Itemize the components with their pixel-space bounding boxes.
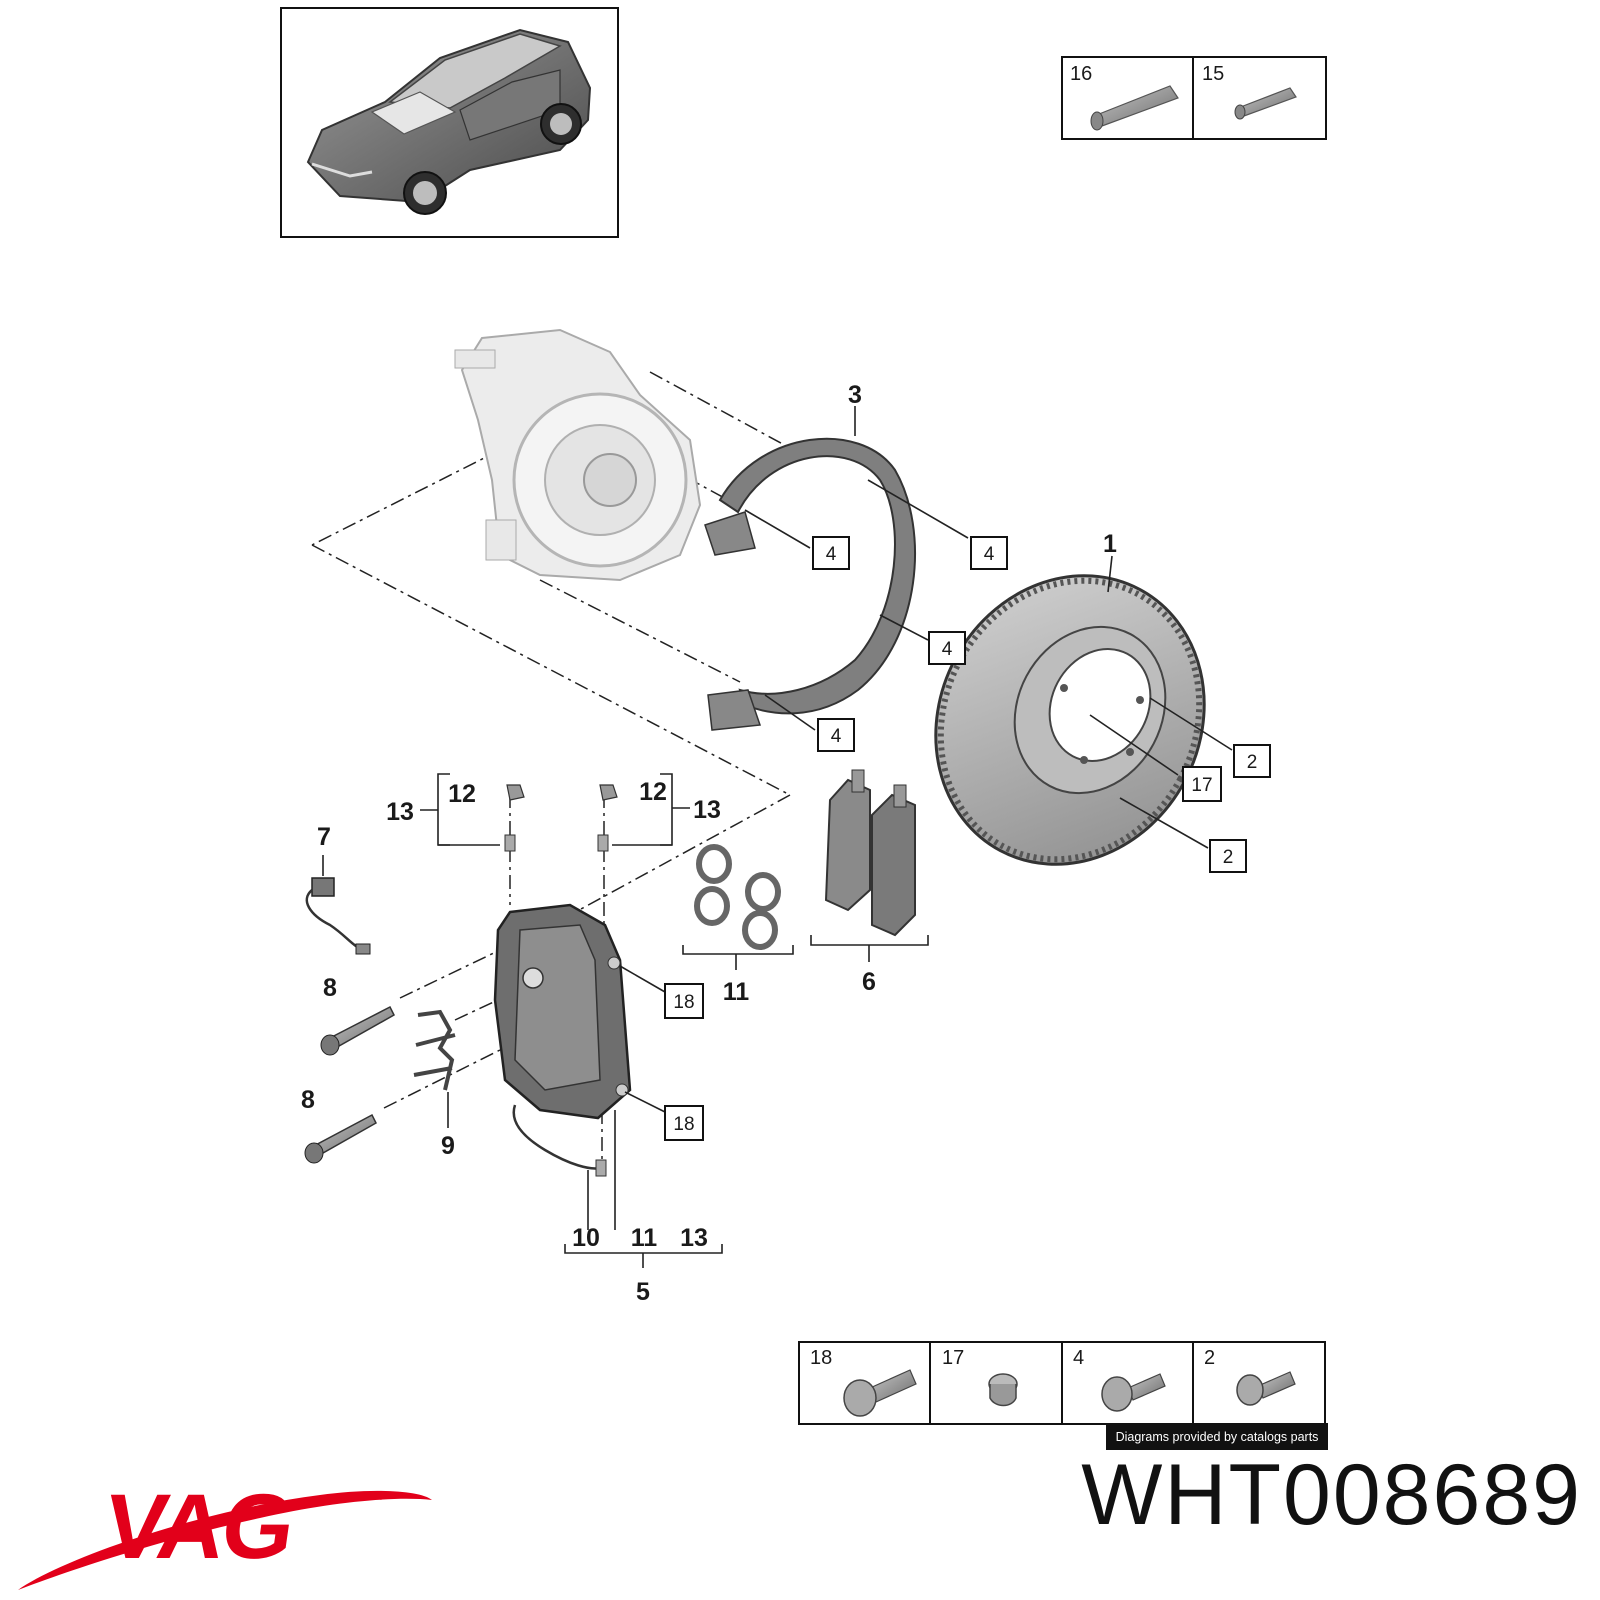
callout-cap-left: 13	[386, 798, 414, 826]
piston-seals	[694, 844, 781, 950]
part-number: WHT008689	[1081, 1447, 1582, 1543]
countersunk-screw-icon	[1236, 1371, 1296, 1406]
svg-text:2: 2	[1247, 752, 1258, 773]
legend-cell-4: 4	[1073, 1347, 1166, 1412]
bottom-legend-table: 18 17 4 2	[798, 1341, 1326, 1425]
legend-cell-16: 16	[1070, 63, 1179, 131]
callout-bleeder-right: 12	[639, 778, 667, 806]
ref-box-caliper-bolt-a: 18	[664, 983, 704, 1019]
callout-guide-pin-lower: 8	[301, 1086, 315, 1114]
ref-box-screw-b: 2	[1209, 839, 1247, 873]
ref-box-caliper-bolt-b: 18	[664, 1105, 704, 1141]
callout-cap-right: 13	[693, 796, 721, 824]
brake-pads	[824, 769, 916, 937]
callout-cap-bottom: 13	[680, 1224, 708, 1252]
svg-text:18: 18	[810, 1347, 832, 1369]
callout-seal-kit-bottom: 11	[631, 1224, 658, 1252]
boxed-references: 4 4 4 4 2 17 2 18 18	[664, 536, 1271, 1141]
legend-cell-17: 17	[942, 1347, 1018, 1407]
suv-illustration	[306, 28, 592, 215]
wear-sensor	[305, 877, 371, 955]
ref-box-bolt-c: 4	[928, 631, 966, 665]
svg-text:17: 17	[942, 1347, 964, 1369]
callout-disc: 1	[1103, 530, 1117, 558]
svg-text:18: 18	[673, 1114, 694, 1135]
brake-caliper	[493, 903, 632, 1120]
grease-tube-icon	[1090, 85, 1179, 131]
bleeder-screws	[504, 784, 618, 852]
callout-guide-pin-upper: 8	[323, 974, 337, 1002]
dust-shield	[704, 437, 916, 731]
paste-tube-icon	[1234, 87, 1297, 120]
wheel-carrier	[454, 328, 702, 582]
legend-cell-15: 15	[1202, 63, 1297, 120]
svg-text:2: 2	[1204, 1347, 1215, 1369]
legend-cell-2: 2	[1204, 1347, 1296, 1406]
legend-number: 16	[1070, 63, 1092, 85]
callout-caliper-assembly: 5	[636, 1278, 650, 1306]
callout-brake-line: 10	[572, 1224, 600, 1252]
brake-line	[512, 1104, 607, 1177]
ref-box-bolt-d: 4	[817, 718, 855, 752]
legend-number: 15	[1202, 63, 1224, 85]
splined-bolt-icon	[843, 1369, 917, 1417]
brake-disc	[934, 574, 1206, 866]
guide-pins	[304, 1005, 395, 1164]
svg-text:4: 4	[1073, 1347, 1084, 1369]
torx-bolt-icon	[1101, 1373, 1166, 1412]
ref-box-screw-a: 2	[1233, 744, 1271, 778]
legend-cell-18: 18	[810, 1347, 917, 1417]
svg-text:18: 18	[673, 992, 694, 1013]
svg-text:17: 17	[1191, 775, 1212, 796]
callout-numbers: 1 3 5 6 7 8 8 9 10 11 13 11 12 12 13 13	[301, 381, 1117, 1306]
ref-box-bolt-a: 4	[812, 536, 850, 570]
ref-box-plug: 17	[1182, 766, 1222, 802]
vag-logo: VAG	[18, 1474, 432, 1590]
top-legend-table: 16 15	[1061, 56, 1327, 140]
callout-pad-set: 6	[862, 968, 876, 996]
callout-bleeder-left: 12	[448, 780, 476, 808]
vehicle-thumbnail	[280, 7, 619, 238]
plug-screw-icon	[988, 1373, 1018, 1407]
svg-text:4: 4	[942, 639, 953, 660]
svg-text:4: 4	[984, 544, 995, 565]
ref-box-bolt-b: 4	[970, 536, 1008, 570]
callout-shield: 3	[848, 381, 862, 409]
callout-wear-sensor: 7	[317, 823, 331, 851]
callout-seal-kit-top: 11	[723, 978, 750, 1006]
leader-lines	[322, 406, 1233, 1268]
brand-wordmark: VAG	[99, 1474, 300, 1577]
svg-text:4: 4	[826, 544, 837, 565]
svg-text:2: 2	[1223, 847, 1234, 868]
diagram-credit: Diagrams provided by catalogs parts	[1106, 1423, 1328, 1450]
callout-spring-clip: 9	[441, 1132, 455, 1160]
spring-clip	[413, 1009, 456, 1091]
svg-text:4: 4	[831, 726, 842, 747]
